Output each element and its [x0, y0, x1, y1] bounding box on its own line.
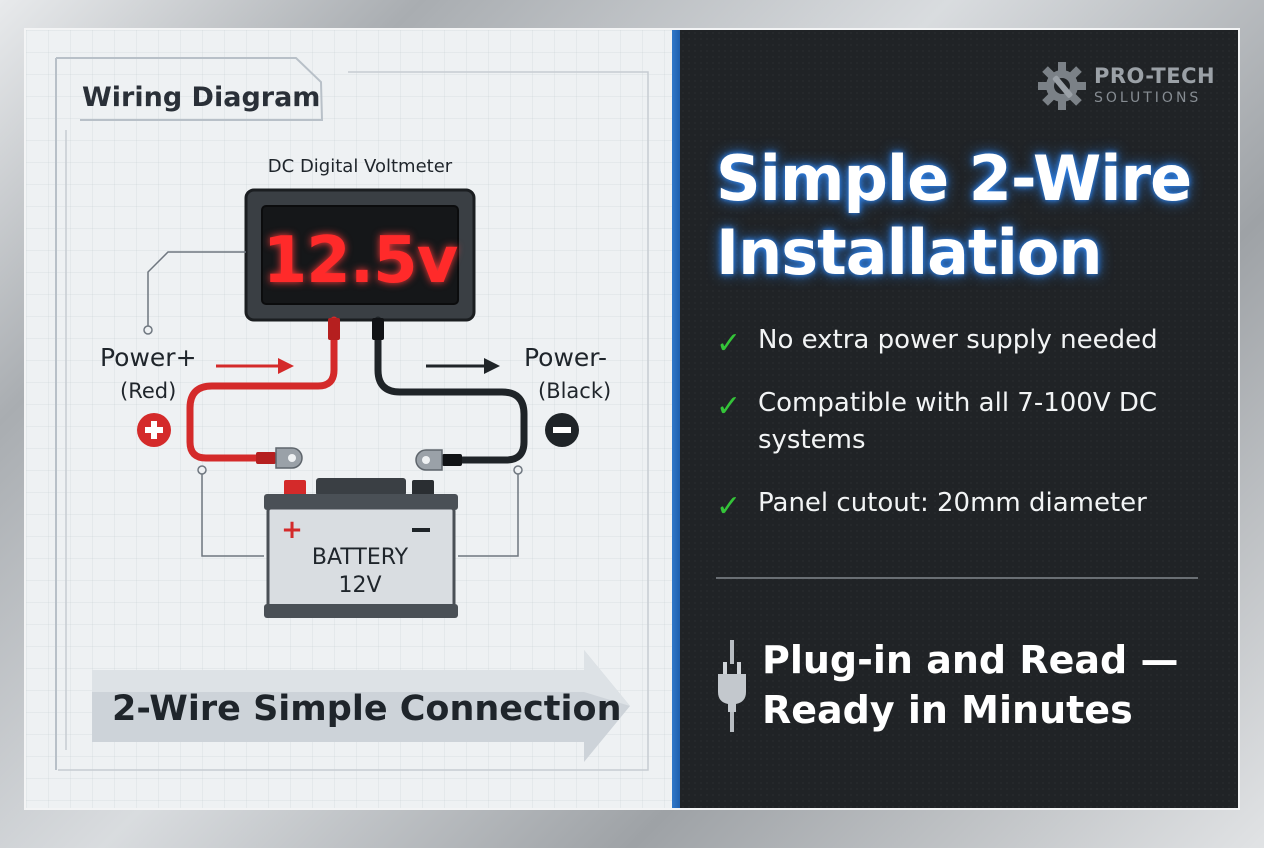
power-plus-label: Power+	[100, 343, 197, 372]
feature-list: ✓ No extra power supply needed ✓ Compati…	[716, 322, 1216, 548]
tagline: Plug-in and Read — Ready in Minutes	[762, 635, 1202, 735]
brand-name: PRO-TECH	[1094, 64, 1216, 88]
power-minus-color: (Black)	[538, 379, 611, 403]
wiring-diagram-panel: Wiring Diagram DC Digital Voltmeter 12.5…	[26, 30, 672, 808]
black-flow-arrow	[426, 358, 500, 374]
headline-line-1: Simple 2-Wire	[716, 142, 1192, 215]
callout-dot	[197, 465, 207, 475]
callout-dot	[143, 325, 153, 335]
feature-text: Panel cutout: 20mm diameter	[758, 488, 1147, 518]
callout-dot	[513, 465, 523, 475]
check-icon: ✓	[716, 389, 742, 424]
feature-item: ✓ No extra power supply needed	[716, 322, 1216, 361]
red-wire	[186, 316, 338, 462]
accent-divider	[672, 30, 680, 808]
callout-line-battery-right	[458, 468, 519, 557]
check-icon: ✓	[716, 326, 742, 361]
wiring-diagram: Wiring Diagram DC Digital Voltmeter 12.5…	[55, 57, 649, 771]
poster-panel: Wiring Diagram DC Digital Voltmeter 12.5…	[26, 30, 1238, 808]
red-spade-terminal	[256, 447, 303, 469]
red-flow-arrow	[216, 358, 294, 374]
battery-minus-mark	[412, 528, 430, 532]
plus-icon	[137, 413, 171, 447]
feature-text: Compatible with all 7-100V DC systems	[758, 388, 1158, 455]
headline: Simple 2-Wire Installation	[716, 142, 1216, 290]
battery-label: BATTERY	[312, 545, 409, 570]
footer-text: 2-Wire Simple Connection	[112, 689, 621, 729]
callout-line-left	[147, 251, 246, 328]
info-panel: PRO-TECH SOLUTIONS Simple 2-Wire Install…	[680, 30, 1238, 808]
black-spade-terminal	[415, 449, 462, 471]
battery-voltage: 12V	[338, 573, 381, 598]
tagline-line-2: Ready in Minutes	[762, 688, 1133, 732]
tagline-line-1: Plug-in and Read —	[762, 638, 1179, 682]
power-minus-label: Power-	[524, 343, 607, 372]
footer-arrow-banner: 2-Wire Simple Connection	[92, 650, 630, 762]
headline-line-2: Installation	[716, 216, 1103, 289]
meter-label: DC Digital Voltmeter	[268, 156, 453, 177]
minus-icon	[545, 413, 579, 447]
section-divider	[716, 577, 1198, 579]
feature-text: No extra power supply needed	[758, 325, 1158, 355]
voltmeter-reading: 12.5v	[263, 224, 458, 298]
power-plus-color: (Red)	[120, 379, 176, 403]
black-wire-connector	[372, 318, 384, 340]
gear-wrench-icon	[1038, 62, 1086, 110]
voltmeter: 12.5v	[244, 188, 476, 322]
battery: + BATTERY 12V	[264, 478, 458, 618]
battery-plus-mark: +	[281, 515, 303, 545]
brand-sub: SOLUTIONS	[1094, 90, 1202, 106]
feature-item: ✓ Panel cutout: 20mm diameter	[716, 485, 1216, 524]
diagram-title: Wiring Diagram	[82, 82, 320, 113]
red-wire-connector	[328, 318, 340, 340]
feature-item: ✓ Compatible with all 7-100V DC systems	[716, 385, 1178, 459]
check-icon: ✓	[716, 489, 742, 524]
black-wire	[374, 316, 528, 464]
brand-logo: PRO-TECH SOLUTIONS	[1036, 60, 1216, 116]
title-bracket	[56, 57, 324, 121]
plug-icon	[718, 640, 746, 732]
panel-outline	[58, 71, 649, 771]
callout-line-battery-left	[201, 468, 264, 557]
